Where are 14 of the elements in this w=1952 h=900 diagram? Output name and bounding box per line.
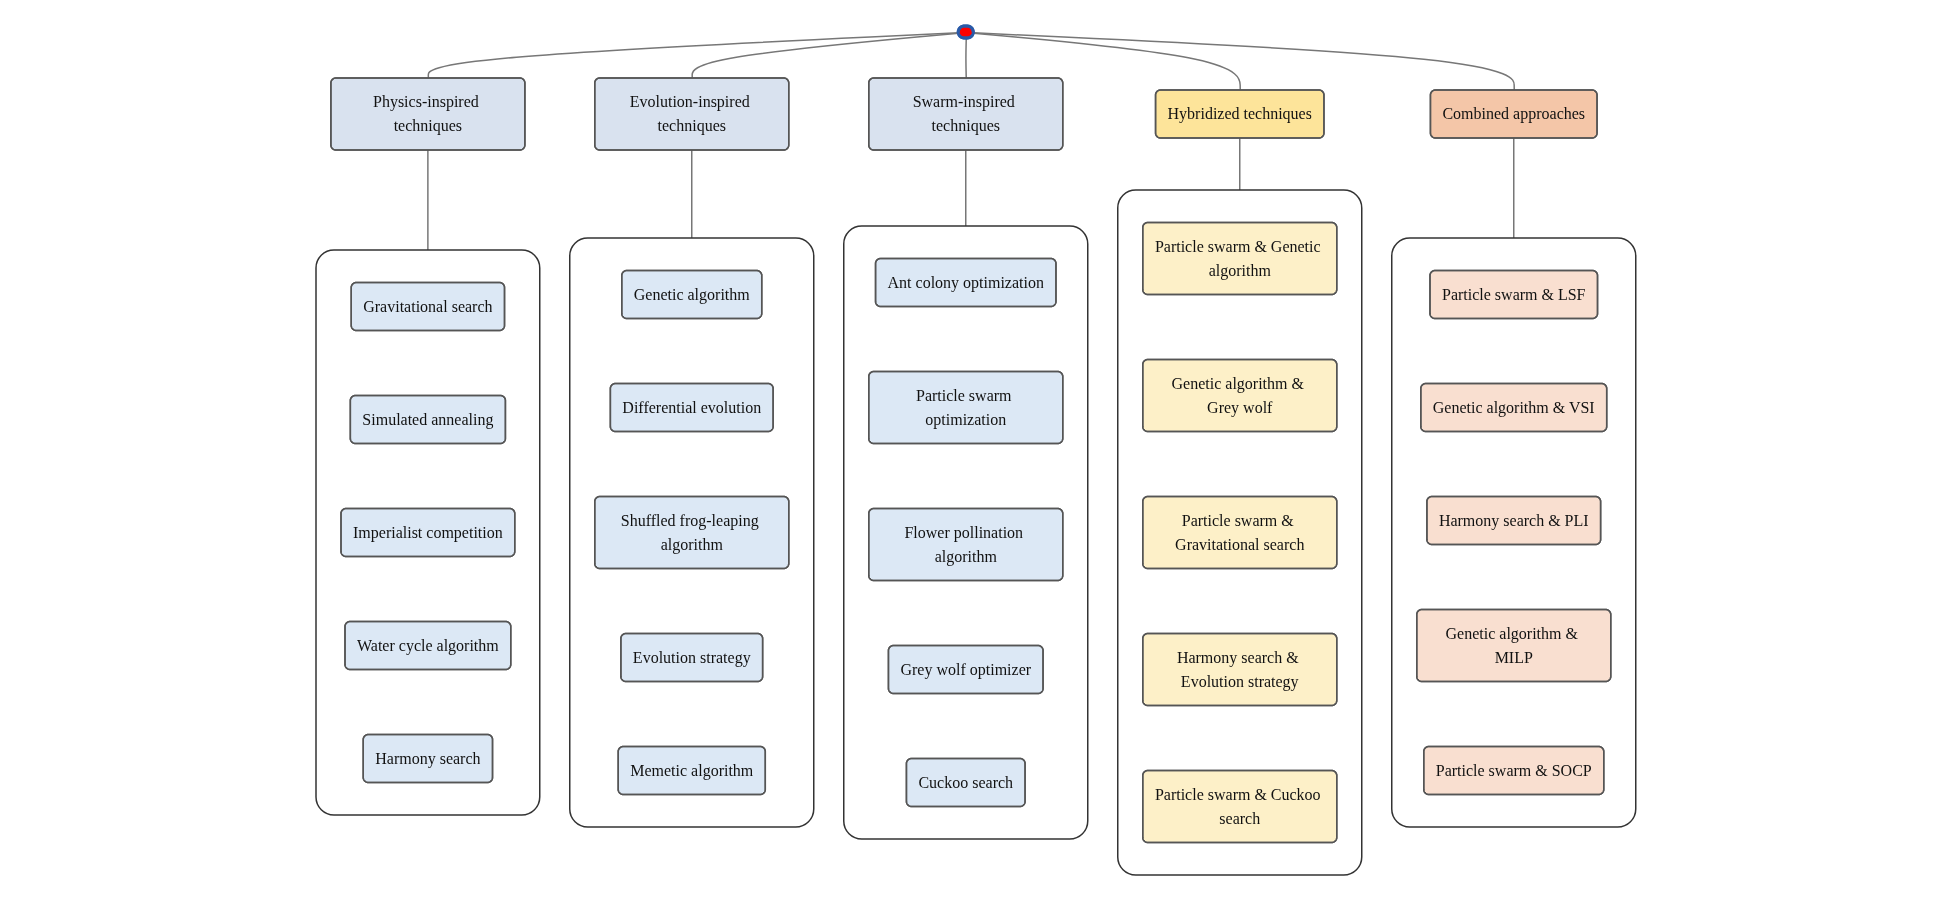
cluster bbox=[569, 236, 815, 828]
connector bbox=[965, 148, 967, 227]
connector bbox=[973, 31, 1516, 91]
connector bbox=[691, 148, 693, 239]
cluster bbox=[1117, 188, 1363, 876]
connector bbox=[427, 148, 429, 251]
connector bbox=[1513, 136, 1515, 239]
connector bbox=[691, 31, 960, 79]
connector bbox=[1239, 136, 1241, 191]
cluster bbox=[1391, 236, 1637, 828]
connector bbox=[965, 37, 968, 79]
cluster bbox=[315, 248, 541, 816]
cluster bbox=[843, 224, 1089, 840]
connector bbox=[427, 31, 960, 79]
